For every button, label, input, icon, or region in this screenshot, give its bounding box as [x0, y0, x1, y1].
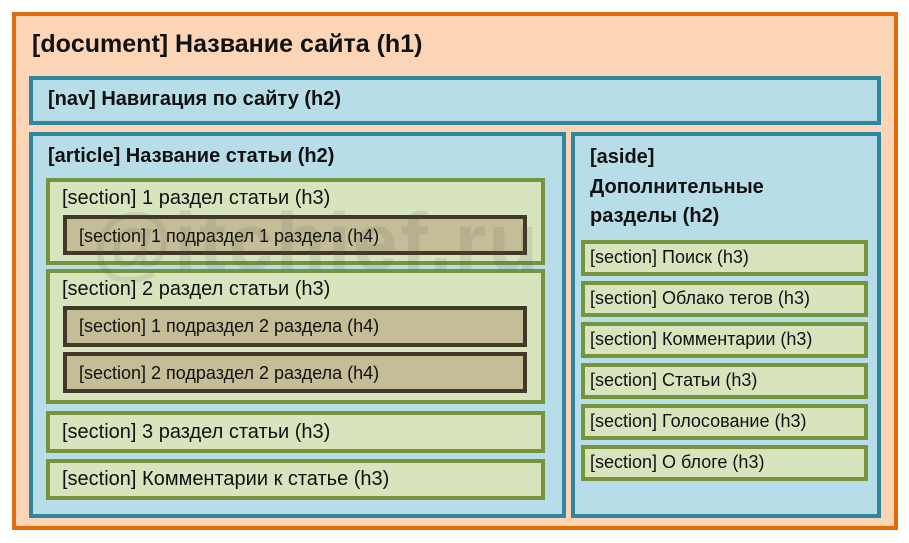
article-subsection-1-1-label: [section] 1 подраздел 1 раздела (h4): [79, 226, 380, 246]
article-subsection-1-1: [63, 215, 527, 255]
aside-section-voting: [581, 404, 868, 440]
aside-section-about-label: [section] О блоге (h3): [590, 452, 765, 472]
article-subsection-2-1-label: [section] 1 подраздел 2 раздела (h4): [79, 316, 380, 336]
article-section-comments-label: [section] Комментарии к статье (h3): [62, 468, 390, 490]
document-title: [document] Название сайта (h1): [32, 30, 423, 58]
aside-section-voting-label: [section] Голосование (h3): [590, 411, 807, 431]
aside-section-tags-label: [section] Облако тегов (h3): [590, 288, 810, 308]
article-section-3-label: [section] 3 раздел статьи (h3): [62, 421, 331, 443]
article-section-2-label: [section] 2 раздел статьи (h3): [62, 278, 331, 300]
aside-section-tags: [581, 281, 868, 317]
aside-section-search-label: [section] Поиск (h3): [590, 247, 749, 267]
aside-title-line1: [aside]: [590, 146, 655, 168]
article-subsection-2-1: [63, 306, 527, 347]
nav-title: [nav] Навигация по сайту (h2): [48, 88, 342, 110]
article-subsection-2-2: [63, 352, 527, 393]
article-title: [article] Название статьи (h2): [48, 145, 335, 167]
article-section-comments: [46, 459, 545, 500]
article-section-1-label: [section] 1 раздел статьи (h3): [62, 187, 331, 209]
aside-section-about: [581, 445, 868, 481]
aside-title-line3: разделы (h2): [590, 205, 720, 227]
aside-title-line2: Дополнительные: [590, 176, 764, 198]
aside-section-search: [581, 240, 868, 276]
article-subsection-2-2-label: [section] 2 подраздел 2 раздела (h4): [79, 363, 380, 383]
aside-section-articles: [581, 363, 868, 399]
article-section-3: [46, 411, 545, 453]
nav-box: [29, 76, 881, 125]
aside-section-articles-label: [section] Статьи (h3): [590, 370, 758, 390]
aside-section-comments-label: [section] Комментарии (h3): [590, 329, 813, 349]
aside-section-comments: [581, 322, 868, 358]
